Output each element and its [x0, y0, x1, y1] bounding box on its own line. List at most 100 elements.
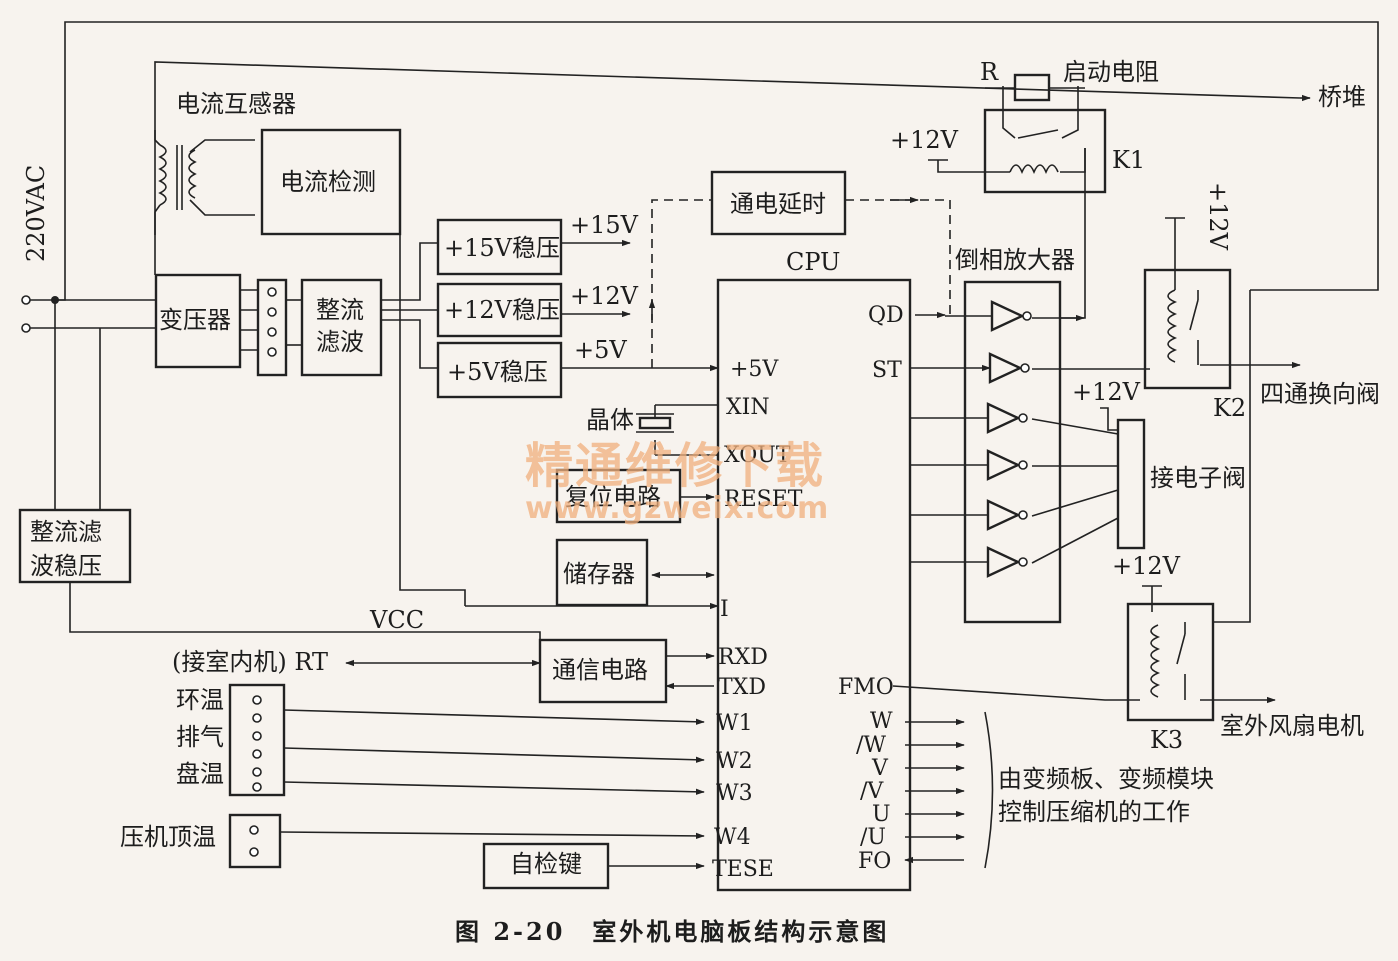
rect-pin	[267, 307, 277, 317]
bridge-rectifier-box	[256, 278, 288, 377]
sensor-coil-label: 盘温	[176, 760, 224, 788]
k2-label: K2	[1213, 394, 1246, 422]
watermark-cn: 精通维修下载	[525, 438, 825, 494]
four-way-valve-label: 四通换向阀	[1260, 380, 1380, 408]
cpu-pin-txd: TXD	[718, 675, 766, 700]
bridge-label: 桥堆	[1318, 83, 1366, 111]
power-delay-box	[710, 170, 847, 236]
inverter-gates	[986, 300, 1032, 578]
cpu-pin-nv: /V	[860, 779, 884, 804]
current-detect-box	[260, 128, 402, 236]
sensor-pin	[252, 749, 262, 759]
k3-relay-box	[1126, 602, 1215, 722]
cpu-pin-nu: /U	[860, 825, 886, 850]
aux-supply-label-2: 波稳压	[30, 552, 102, 580]
solenoid-connector	[1116, 418, 1146, 550]
rectifier-label-1: 整流	[316, 296, 364, 324]
ct-wire-1	[189, 139, 255, 153]
detect-wire	[399, 182, 466, 606]
inverter-amp-label: 倒相放大器	[955, 246, 1075, 274]
to-reg5	[381, 319, 438, 369]
k2-12v-label: +12V	[1204, 182, 1232, 251]
power-delay-label: 通电延时	[730, 190, 826, 218]
solenoid-12v	[1100, 407, 1118, 431]
cpu-pin-w: W	[870, 709, 893, 734]
inv6-out	[1031, 517, 1119, 564]
sensor-ambient-label: 环温	[176, 686, 224, 714]
cpu-pin-nw: /W	[856, 733, 886, 758]
rectifier-label-2: 滤波	[316, 328, 364, 356]
blocks	[18, 73, 1232, 892]
inverter-gate	[986, 449, 1021, 481]
transformer-label: 变压器	[159, 306, 231, 334]
inv3-out	[1031, 418, 1119, 435]
k2-contact	[1189, 299, 1199, 331]
comm-circuit-label: 通信电路	[552, 656, 648, 684]
fan-motor-label: 室外风扇电机	[1220, 712, 1364, 740]
bridge-feed-wire	[154, 61, 1301, 235]
reg15-box	[436, 218, 563, 276]
solenoid-12v-label: +12V	[1072, 378, 1141, 406]
k3-label: K3	[1150, 726, 1183, 754]
inverter-bubble	[1018, 557, 1028, 567]
reg12-label: +12V稳压	[444, 296, 560, 324]
transformer-box	[154, 273, 242, 369]
fmo-wire	[892, 685, 1140, 701]
memory-label: 储存器	[563, 560, 635, 588]
figure-caption: 图 2-20 室外机电脑板结构示意图	[455, 917, 889, 946]
qd-to-k1	[1032, 148, 1086, 319]
cpu-pin-reset: RESET	[724, 487, 803, 512]
indoor-link-label: (接室内机) RT	[172, 648, 328, 676]
delay-dash-2	[845, 199, 951, 316]
inverter-bubble	[1018, 413, 1028, 423]
cpu-pin-st: ST	[872, 358, 902, 383]
cpu-pin-5v: +5V	[730, 357, 779, 382]
cpu-pin-w2: W2	[716, 749, 753, 774]
k1-coil-wire-2	[1060, 148, 1086, 173]
aux-supply-label-1: 整流滤	[30, 518, 102, 546]
to-reg15	[381, 242, 438, 301]
k1-contact	[1017, 129, 1059, 139]
rect-pin	[267, 287, 277, 297]
cpu-pin-i: I	[720, 597, 729, 622]
aux-supply-box	[18, 508, 132, 584]
labels: 220VAC 电流互感器 电流检测 变压器 整流 滤波 +15V稳压 +12V稳…	[22, 58, 1380, 946]
k1-contact-1	[1002, 86, 1016, 139]
cpu-pin-u: U	[872, 802, 891, 827]
current-transformer-symbol	[154, 130, 197, 275]
w1-arrow	[283, 709, 705, 725]
k1-coil-wire	[937, 160, 1010, 173]
k1-coil	[1009, 164, 1059, 175]
reg15-label: +15V稳压	[444, 234, 560, 262]
k2-coil	[1167, 289, 1178, 363]
k1-label: K1	[1112, 146, 1145, 174]
k1-12v-label: +12V	[890, 126, 959, 154]
current-transformer-label: 电流互感器	[176, 90, 296, 118]
ct-wire-2	[189, 199, 255, 216]
ct-primary	[158, 144, 167, 206]
inverter-gate	[986, 499, 1021, 531]
cpu-pin-w4: W4	[714, 825, 751, 850]
comm-circuit-box	[538, 638, 668, 704]
watermark: 精通维修下载 www.gzweix.com	[525, 438, 829, 526]
outer-loop-wire	[55, 21, 1379, 301]
sensor-pin	[252, 767, 262, 777]
inverter-gate	[990, 300, 1025, 332]
watermark-url: www.gzweix.com	[525, 491, 829, 526]
reg5-box	[436, 341, 563, 399]
sensor-exhaust-label: 排气	[176, 723, 224, 751]
comp-top-pin	[249, 825, 259, 835]
resistor-r-label: R	[980, 58, 999, 86]
rect-pin	[267, 327, 277, 337]
vcc-label: VCC	[369, 606, 424, 634]
w3-arrow	[283, 781, 705, 795]
cpu-pin-fo: FO	[858, 849, 891, 874]
delay-dash-1	[651, 199, 712, 368]
crystal-label: 晶体	[586, 406, 634, 434]
junctions	[21, 295, 59, 333]
comp-top-connector	[228, 813, 282, 869]
inverter-gate	[988, 352, 1023, 384]
cpu-pin-tese: TESE	[712, 857, 774, 882]
sensor-connector	[228, 683, 286, 797]
reset-label: 复位电路	[565, 483, 661, 511]
